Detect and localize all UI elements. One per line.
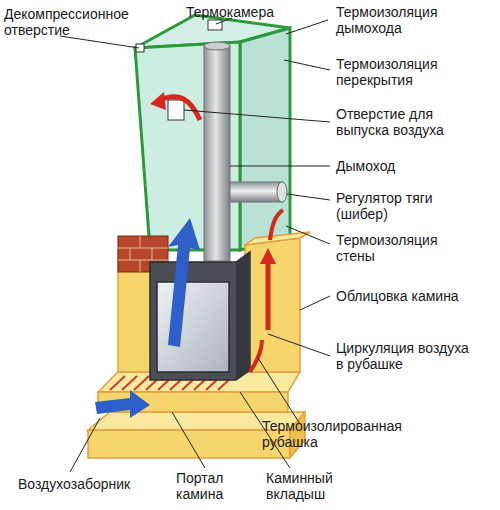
part-label: Воздухозаборник — [18, 476, 158, 492]
part-label: Термокамера — [186, 4, 306, 20]
part-label: Регулятор тяги (шибер) — [336, 190, 461, 222]
part-label: Портал камина — [176, 470, 238, 502]
part-label: Отверстие для выпуска воздуха — [336, 106, 461, 138]
part-label: Термоизолированная рубашка — [262, 418, 422, 450]
part-label: Термоизоляция перекрытия — [336, 56, 461, 88]
part-label: Каминный вкладыш — [266, 470, 348, 502]
part-label: Термоизоляция стены — [336, 232, 461, 264]
part-label: Облицовка камина — [336, 288, 496, 304]
part-label: Дымоход — [336, 158, 461, 174]
part-label: Декомпрессионное отверстие — [4, 6, 144, 38]
part-label: Циркуляция воздуха в рубашке — [336, 340, 474, 372]
part-label: Термоизоляция дымохода — [336, 4, 461, 36]
